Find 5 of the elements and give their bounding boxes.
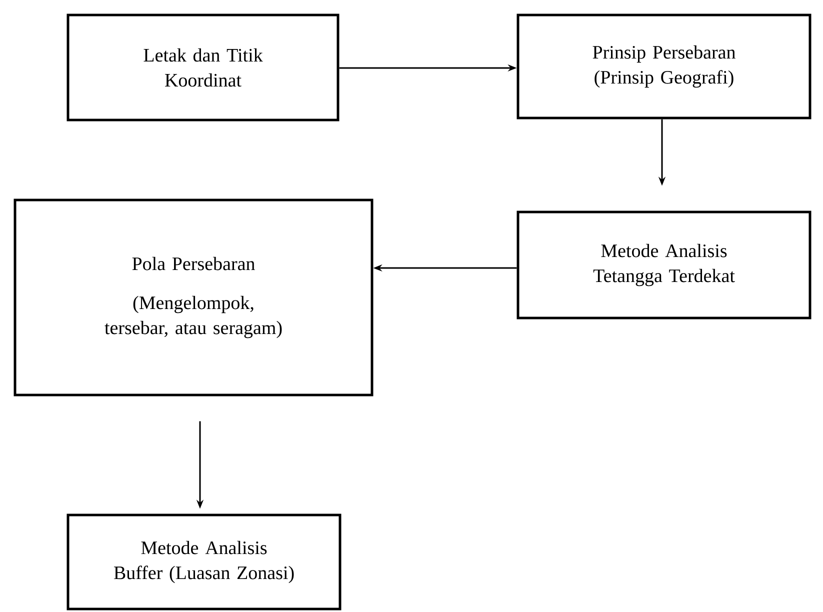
- process-box: Metode Analisis Tetangga Terdekat: [516, 210, 812, 320]
- process-box: Prinsip Persebaran (Prinsip Geografi): [516, 14, 812, 120]
- process-box: Pola Persebaran (Mengelompok, tersebar, atau seragam): [14, 198, 374, 396]
- process-box: Metode Analisis Buffer (Luasan Zonasi): [66, 514, 342, 610]
- process-box: Letak dan Titik Koordinat: [66, 14, 340, 122]
